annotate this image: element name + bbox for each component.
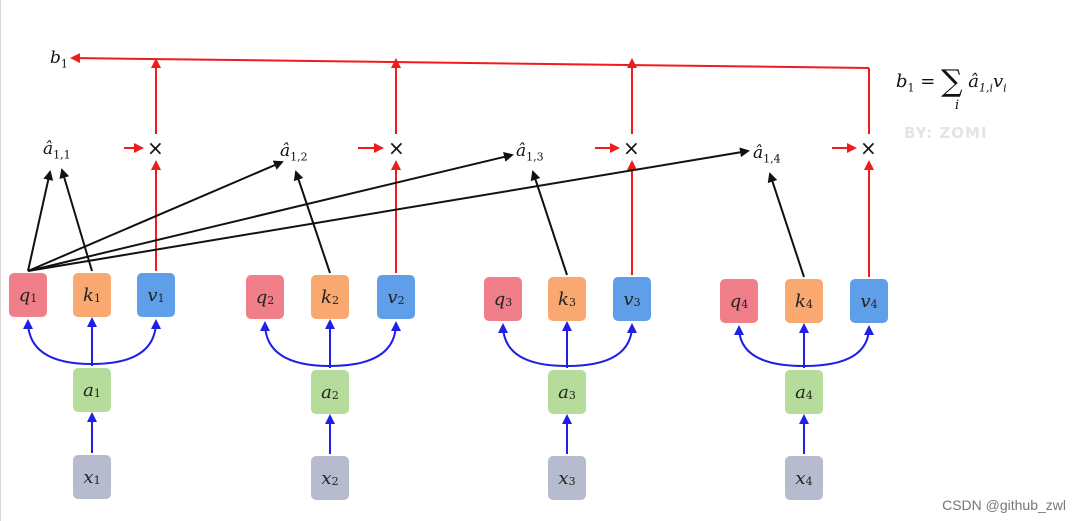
left-border [0,0,1,521]
watermark: BY: ZOMI [904,124,988,142]
arrow-q1-to-score-1 [27,170,54,272]
attention-score-1: â1,1 [43,139,71,162]
arrow-a-to-q-4 [734,325,805,367]
arrow-q1-to-score-4 [27,147,750,272]
multiply-symbol-1: × [147,136,164,160]
arrow-a-to-q-2 [260,321,331,367]
arrow-a-to-v-2 [329,321,401,367]
arrow-a-to-v-1 [91,319,161,365]
credit-text: CSDN @github_zwl [942,497,1066,513]
arrow-a-to-q-1 [23,319,93,365]
arrow-q1-to-score-2 [27,160,284,272]
sum-formula: b1 = ∑ i â1,ivi [896,64,1007,113]
arrow-k-to-score-1 [59,168,93,272]
attention-score-2: â1,2 [280,141,308,164]
arrow-a-to-v-3 [566,323,637,367]
multiply-symbol-3: × [623,136,640,160]
attention-score-4: â1,4 [753,143,781,166]
arrow-sum-to-output [70,53,870,69]
arrow-k-to-score-4 [767,172,805,278]
arrow-q1-to-score-3 [27,152,514,272]
arrow-a-to-q-3 [498,323,568,367]
attention-score-3: â1,3 [516,141,544,164]
multiply-symbol-4: × [860,136,877,160]
multiply-symbol-2: × [388,136,405,160]
output-label: b1 [50,48,68,71]
arrow-a-to-v-4 [803,325,874,367]
arrow-k-to-score-3 [530,170,568,276]
